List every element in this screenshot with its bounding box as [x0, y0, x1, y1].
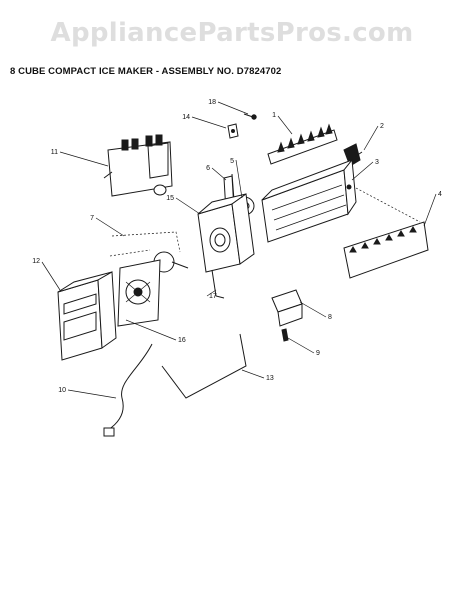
callout-7: 7 [90, 215, 94, 222]
callout-2: 2 [380, 123, 384, 130]
callout-6: 6 [206, 165, 210, 172]
callout-10: 10 [58, 387, 66, 394]
part-14-fastener [227, 123, 239, 139]
part-16-mounting-plate [117, 259, 161, 327]
callout-15: 15 [166, 195, 174, 202]
part-3-mold [261, 158, 357, 243]
part-13-wire [161, 333, 247, 399]
callout-3: 3 [375, 159, 379, 166]
callout-16: 16 [178, 337, 186, 344]
part-9-screw [281, 328, 289, 342]
part-1-ejector [267, 123, 338, 165]
part-11-water-valve [103, 134, 173, 197]
callout-18: 18 [208, 99, 216, 106]
callout-17: 17 [209, 293, 217, 300]
callout-1: 1 [272, 112, 276, 119]
callout-9: 9 [316, 350, 320, 357]
part-15-housing [197, 193, 255, 273]
callout-12: 12 [32, 258, 40, 265]
part-12-cover [57, 271, 117, 361]
callout-8: 8 [328, 314, 332, 321]
callout-13: 13 [266, 375, 274, 382]
part-8-bracket [271, 289, 303, 327]
leader-lines [41, 101, 437, 399]
watermark: AppliancePartsPros.com [50, 18, 414, 48]
callout-14: 14 [182, 114, 190, 121]
callout-labels: 18 14 1 2 3 4 5 6 7 11 15 12 17 8 9 16 1… [32, 99, 442, 394]
callout-4: 4 [438, 191, 442, 198]
part-10-harness [103, 343, 153, 437]
part-7-bail-arm [109, 231, 181, 257]
part-18-screw [243, 113, 257, 120]
callout-11: 11 [51, 149, 58, 156]
callout-5: 5 [230, 158, 234, 165]
diagram-title: 8 CUBE COMPACT ICE MAKER - ASSEMBLY NO. … [10, 66, 282, 77]
part-2-clip [343, 143, 363, 167]
part-4-stripper [343, 187, 429, 279]
part-17-wire-link [211, 269, 225, 299]
